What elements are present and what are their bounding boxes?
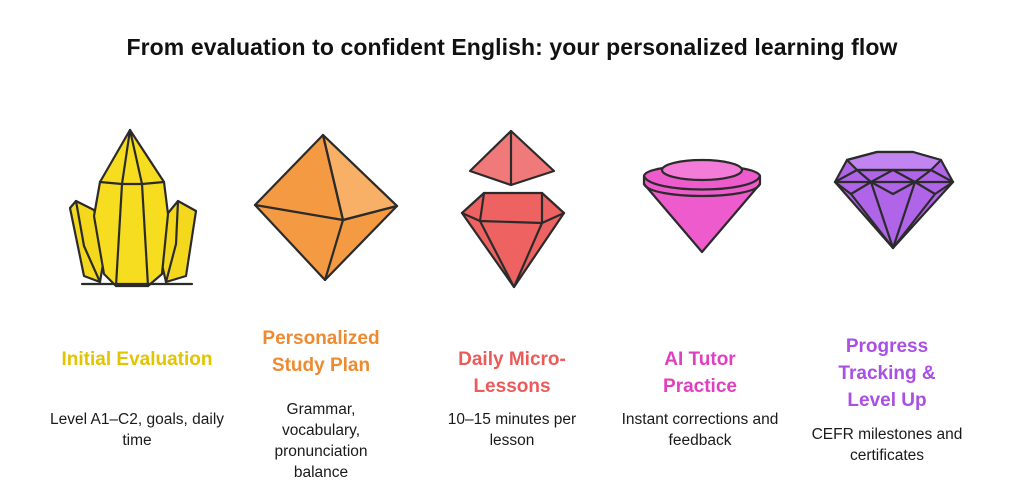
step-desc-ai-tutor-practice: Instant corrections and feedback xyxy=(621,411,779,449)
orange-octahedron-gem-icon xyxy=(253,133,399,282)
step-title-progress-tracking: Progress Tracking & Level Up xyxy=(838,336,936,411)
step-desc-daily-micro-lessons: 10–15 minutes per lesson xyxy=(447,411,577,449)
purple-faceted-diamond-icon xyxy=(833,150,955,250)
page-title: From evaluation to confident English: yo… xyxy=(126,34,898,60)
step-desc-initial-evaluation: Level A1–C2, goals, daily time xyxy=(49,411,225,449)
step-title-daily-micro-lessons: Daily Micro-Lessons xyxy=(458,349,566,397)
step-desc-progress-tracking: CEFR milestones and certificates xyxy=(811,426,963,464)
step-title-ai-tutor-practice: AI Tutor Practice xyxy=(663,349,737,397)
step-desc-personalized-study-plan: Grammar, vocabulary, pronunciation balan… xyxy=(274,401,368,481)
red-split-gem-icon xyxy=(460,129,566,289)
step-title-personalized-study-plan: Personalized Study Plan xyxy=(262,328,380,376)
pink-cone-gem-icon xyxy=(642,158,762,254)
step-title-initial-evaluation: Initial Evaluation xyxy=(61,349,213,370)
yellow-crystal-cluster-icon xyxy=(68,128,198,288)
